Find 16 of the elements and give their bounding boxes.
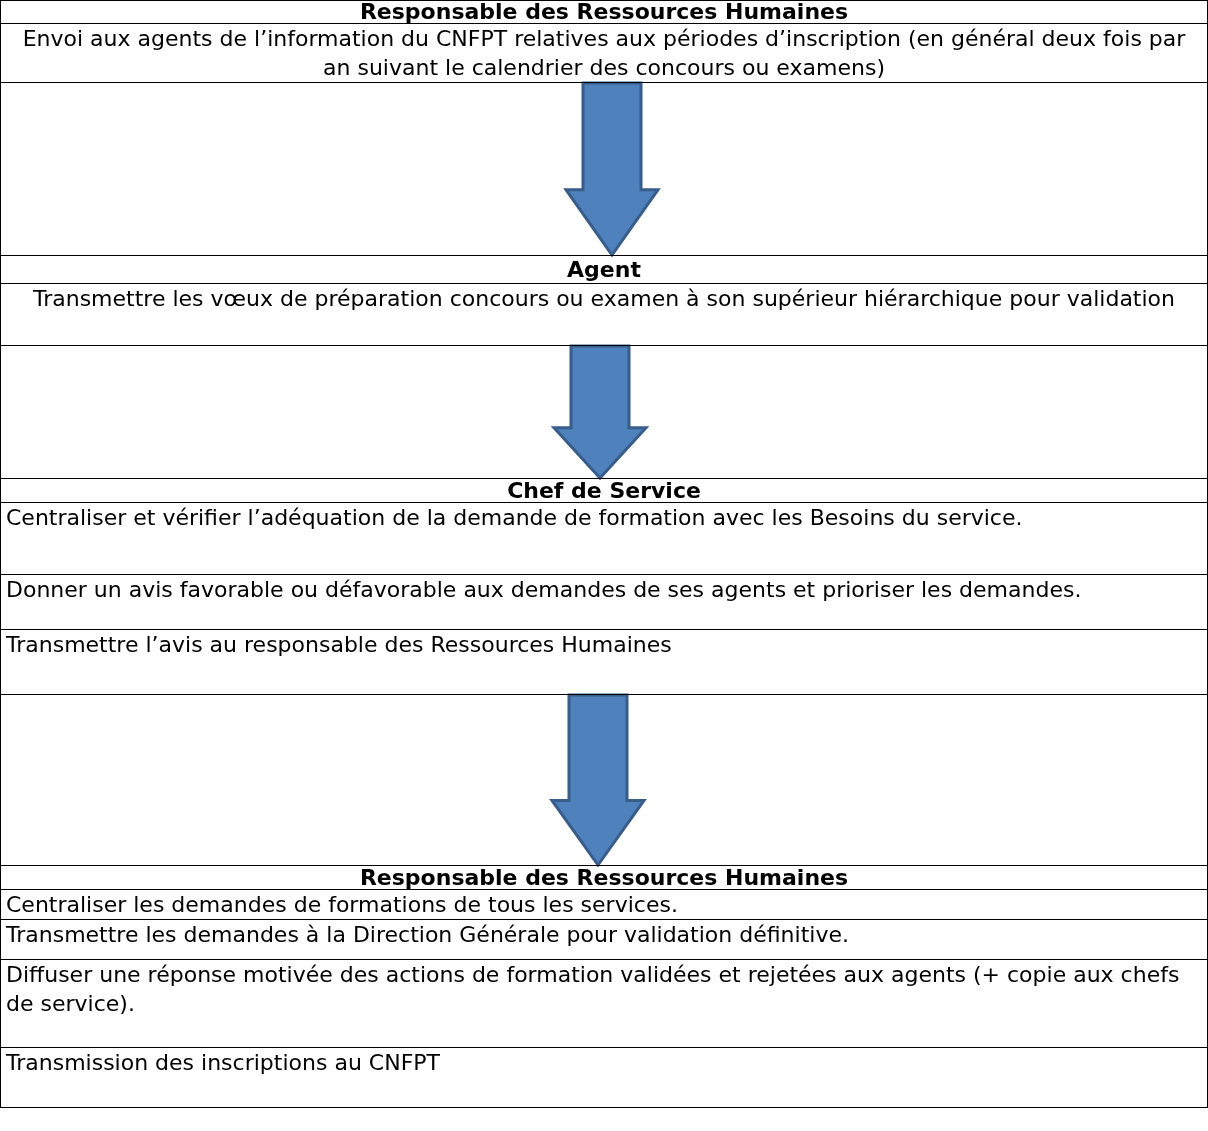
table-cell: Transmission des inscriptions au CNFPT — [0, 1048, 1208, 1108]
section-heading: Responsable des Ressources Humaines — [0, 865, 1208, 890]
table-cell: Centraliser les demandes de formations de tous les services. — [0, 890, 1208, 920]
table-cell: Diffuser une réponse motivée des actions de formation validées et rejetées aux agents (+ copie aux chefs de service). — [0, 960, 1208, 1048]
block-arrow — [550, 344, 650, 481]
table-cell: Transmettre l’avis au responsable des Ressources Humaines — [0, 630, 1208, 695]
section-heading: Agent — [0, 255, 1208, 284]
block-arrow — [549, 693, 647, 868]
block-arrow — [563, 81, 661, 258]
table-cell: Transmettre les vœux de préparation concours ou examen à son supérieur hiérarchique pour validation — [0, 284, 1208, 346]
table-cell: Donner un avis favorable ou défavorable aux demandes de ses agents et prioriser les demandes. — [0, 575, 1208, 630]
table-cell: Transmettre les demandes à la Direction Générale pour validation définitive. — [0, 920, 1208, 960]
table-cell: Envoi aux agents de l’information du CNFPT relatives aux périodes d’inscription (en général deux fois par an suivant le calendrier des concours ou examens) — [0, 24, 1208, 83]
section-heading: Chef de Service — [0, 478, 1208, 503]
section-heading: Responsable des Ressources Humaines — [0, 0, 1208, 24]
table-cell: Centraliser et vérifier l’adéquation de la demande de formation avec les Besoins du service. — [0, 503, 1208, 575]
